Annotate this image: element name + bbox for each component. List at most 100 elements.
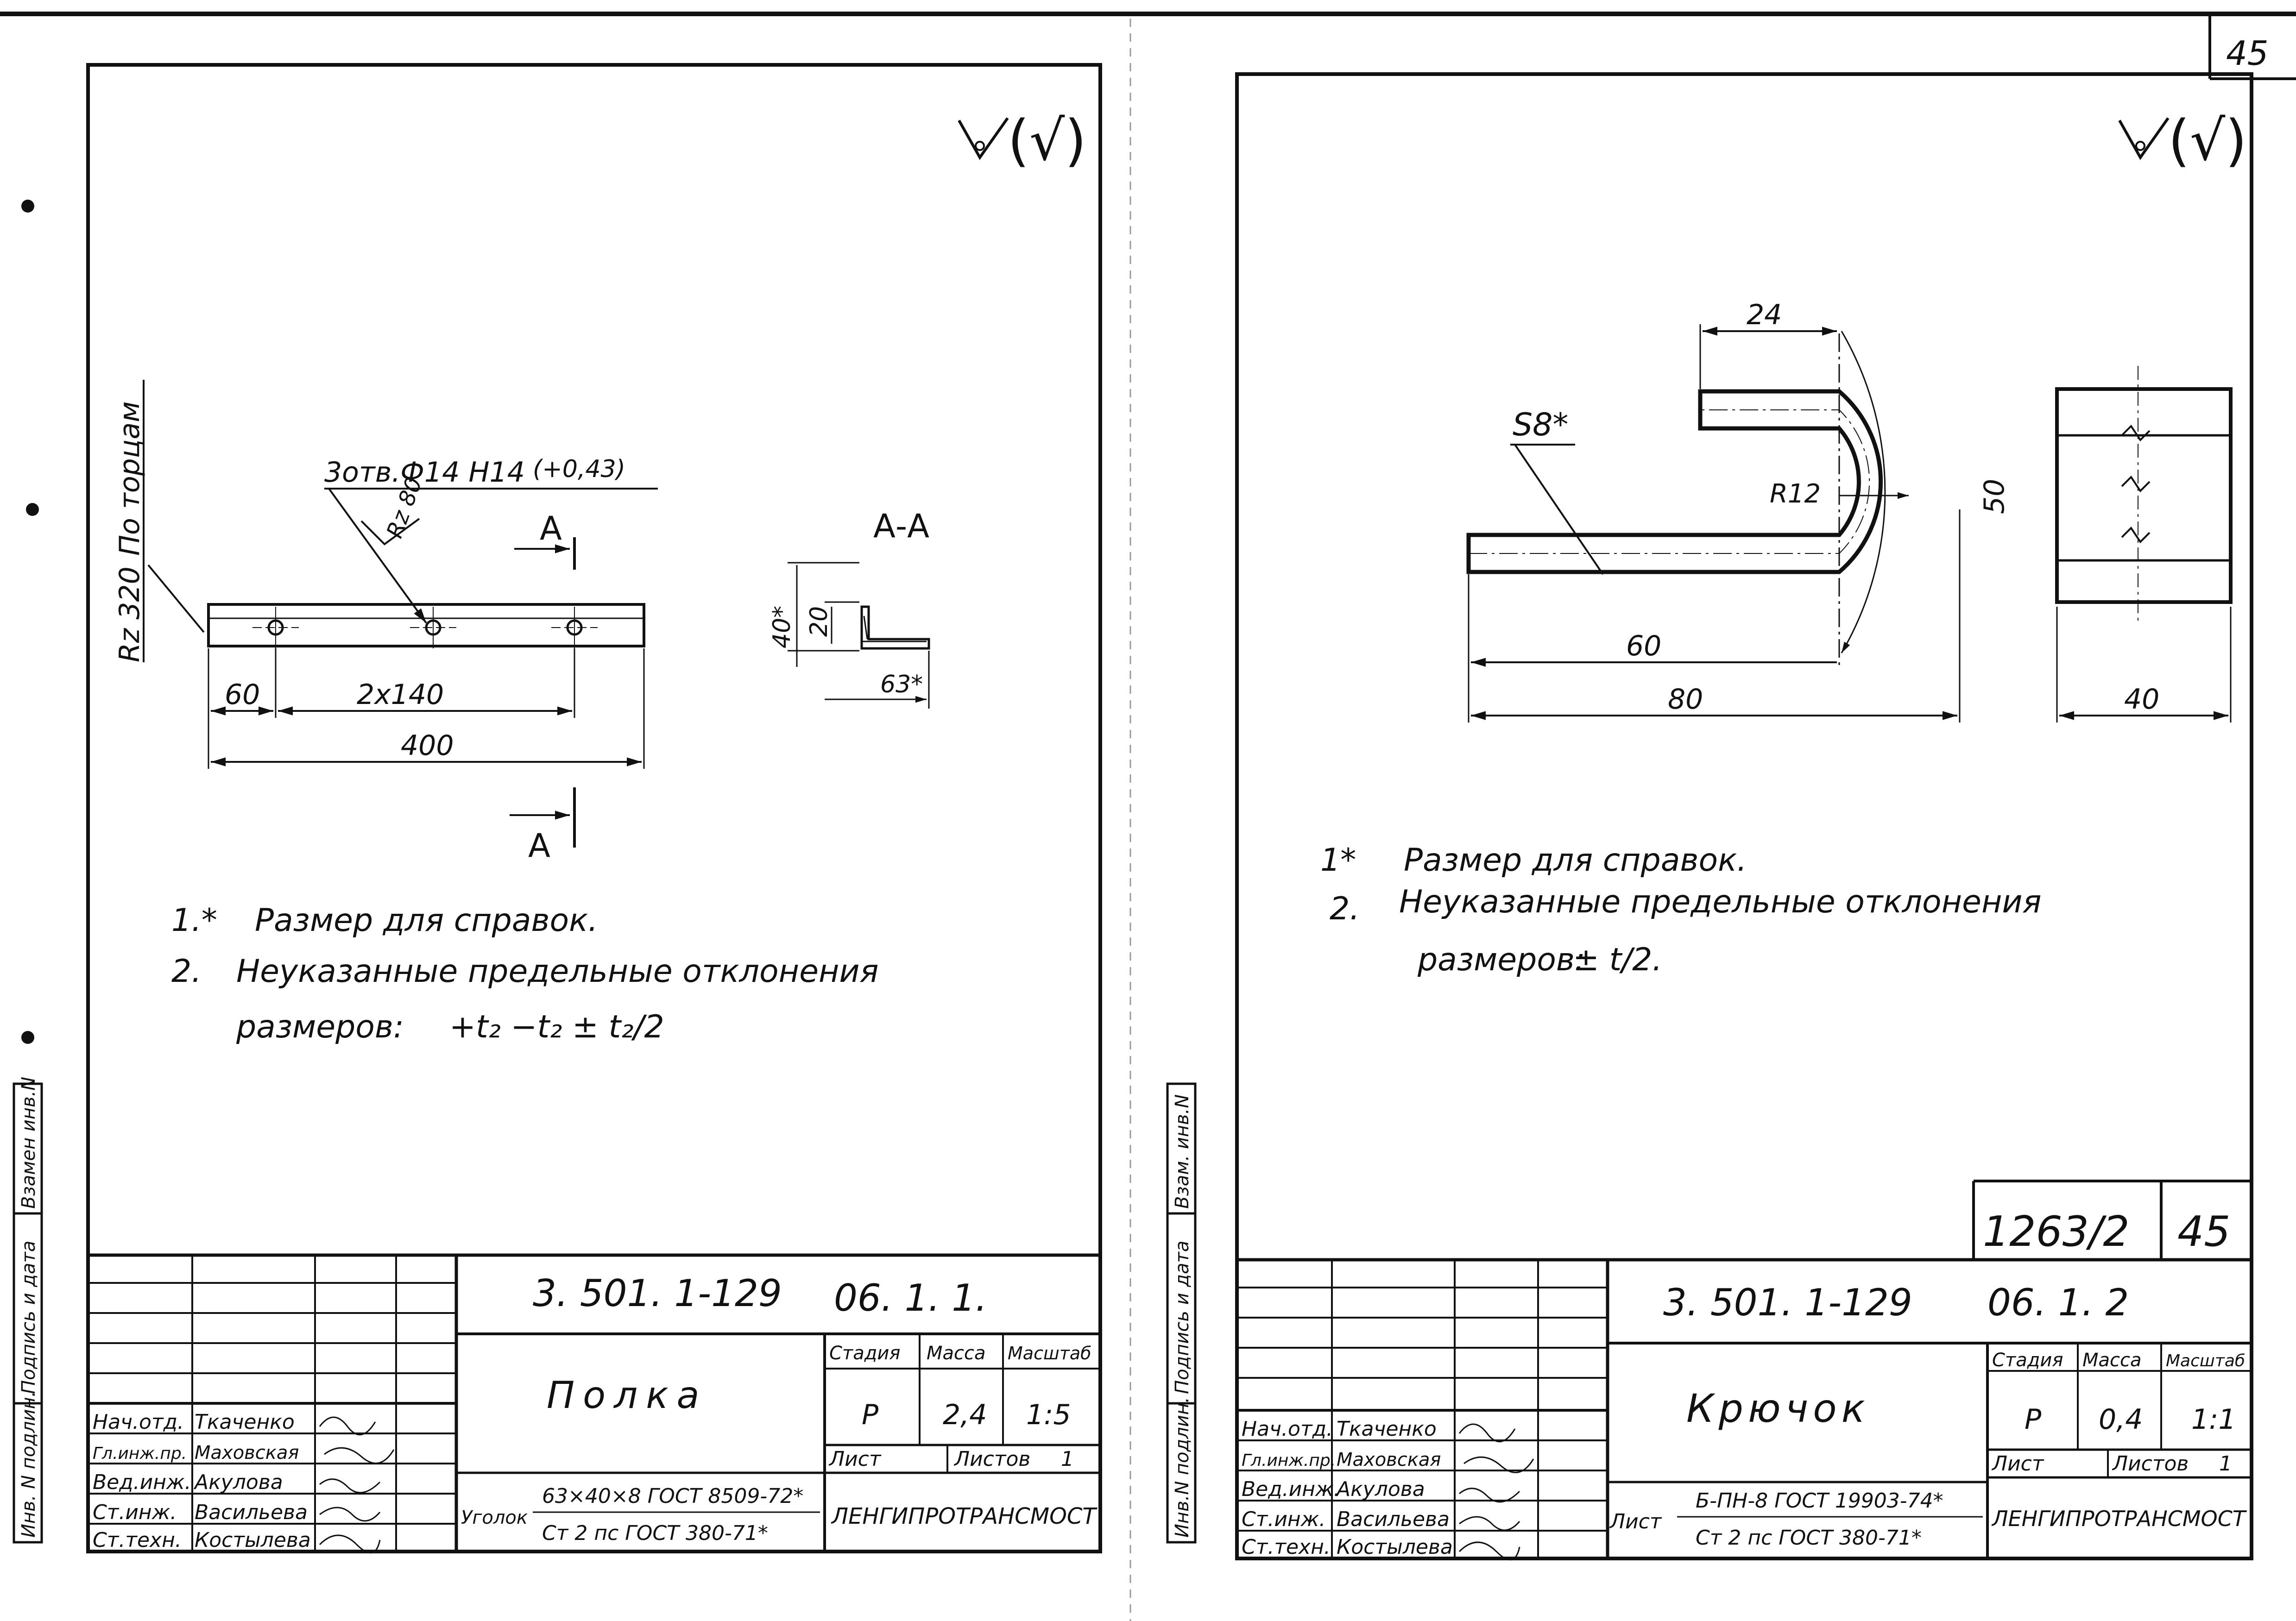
drawing-label: По торцам — [114, 401, 146, 556]
right-title-block: Нач.отд. Ткаченко Гл.инж.пр. Маховская В… — [1237, 1258, 2252, 1561]
punch-holes — [21, 200, 39, 1044]
holes-callout: 3отв.Ф14 Н14 (+0,43) Rz 80 — [324, 455, 658, 624]
drawing-label: Крючок — [1686, 1386, 1869, 1431]
drawing-label: Ткаченко — [195, 1410, 295, 1434]
drawing-label: Маховская — [195, 1442, 299, 1464]
drawing-label: Масса — [927, 1343, 986, 1364]
drawing-label: А — [540, 509, 562, 547]
drawing-label: Неуказанные предельные отклонения — [1399, 884, 2042, 920]
drawing-label: 2. — [171, 953, 202, 990]
drawing-label: Акулова — [1335, 1477, 1425, 1501]
drawing-label: 60 — [1626, 630, 1661, 662]
drawing-label: Ст 2 пс ГОСТ 380-71* — [542, 1521, 768, 1545]
left-side-stamps: Инв. N подлин. Подпись и дата Взамен инв… — [13, 1077, 43, 1544]
drawing-label: 06. 1. 2 — [1987, 1281, 2129, 1324]
drawing-label: Листов — [953, 1447, 1030, 1471]
drawing-label: Взам. инв.N — [1172, 1094, 1193, 1209]
drawing-label: Вед.инж. — [93, 1470, 191, 1494]
drawing-label: (√) — [1008, 109, 1086, 173]
drawing-label: Инв. N подлин. — [18, 1391, 39, 1538]
drawing-label: А-А — [873, 507, 929, 545]
drawing-label: Ст 2 пс ГОСТ 380-71* — [1696, 1526, 1922, 1550]
drawing-label: 06. 1. 1. — [834, 1276, 987, 1319]
right-notes: 1* Размер для справок. 2. Неуказанные пр… — [1320, 842, 2042, 978]
drawing-label: Размер для справок. — [1404, 842, 1747, 879]
drawing-label: 3. 501. 1-129 — [533, 1272, 782, 1315]
drawing-label: 400 — [401, 729, 454, 762]
left-frame — [86, 63, 1102, 1553]
drawing-label: Ст.инж. — [93, 1501, 177, 1524]
drawing-label: Вед.инж. — [1242, 1477, 1340, 1501]
left-notes: 1.* Размер для справок. 2. Неуказанные п… — [171, 902, 879, 1045]
drawing-label: 63×40×8 ГОСТ 8509-72* — [542, 1484, 803, 1508]
drawing-label: 2х140 — [357, 679, 444, 711]
drawing-label: 80 — [1668, 683, 1703, 716]
drawing-label: Р — [2025, 1403, 2042, 1436]
drawing-label: 40 — [2124, 683, 2159, 716]
drawing-label: Лист — [1609, 1510, 1662, 1533]
drawing-label: 0,4 — [2099, 1403, 2143, 1436]
drawing-label: Маховская — [1337, 1449, 1441, 1470]
drawing-label: Нач.отд. — [1242, 1417, 1333, 1441]
right-sheet: (√) R12 24 50 60 80 S8* — [1166, 72, 2253, 1561]
drawing-label: Инв.N подлин. — [1172, 1397, 1193, 1538]
page-number-box: 45 — [2208, 14, 2296, 80]
drawing-label: Ст.техн. — [93, 1528, 182, 1552]
drawing-label: размеров: — [236, 1009, 404, 1045]
drawing-label: Полка — [547, 1374, 708, 1417]
section-a-a: А-А 40* 20 63* — [768, 507, 930, 709]
drawing-label: Гл.инж.пр. — [93, 1444, 187, 1463]
drawing-label: +t₂ −t₂ ± t₂/2 — [449, 1009, 664, 1045]
drawing-label: Гл.инж.пр. — [1242, 1451, 1336, 1470]
drawing-label: Р — [862, 1399, 879, 1431]
signatures — [1458, 1423, 1534, 1561]
drawing-label: 60 — [225, 679, 260, 711]
left-title-block: Нач.отд. Ткаченко Гл.инж.пр. Маховская В… — [88, 1253, 1100, 1554]
drawing-label: 1.* — [171, 902, 217, 939]
drawing-label: 50 — [1978, 479, 2011, 514]
drawing-label: Подпись и дата — [18, 1241, 39, 1394]
signatures — [319, 1416, 395, 1554]
hook-side-view: 40 — [2055, 366, 2233, 723]
drawing-label: Лист — [1991, 1452, 2044, 1476]
drawing-label: Стадия — [1992, 1350, 2063, 1371]
drawing-label: 20 — [805, 606, 833, 637]
drawing-label: Масштаб — [1008, 1343, 1091, 1363]
drawing-label: 1:5 — [1026, 1399, 1071, 1431]
drawing-label: Нач.отд. — [93, 1410, 184, 1434]
drawing-label: Стадия — [829, 1343, 900, 1364]
section-mark-bottom: А — [510, 787, 576, 865]
drawing-label: 3отв.Ф14 Н14 — [324, 456, 525, 489]
roughness-symbol-left: (√) — [958, 109, 1086, 173]
drawing-label: 24 — [1747, 299, 1782, 331]
drawing-label: 1 — [2219, 1452, 2232, 1476]
drawing-label: Подпись и дата — [1172, 1241, 1193, 1394]
hook-dimensions: 24 50 60 80 S8* — [1468, 299, 2011, 723]
shelf-plan-view — [207, 603, 645, 648]
drawing-label: Лист — [828, 1447, 882, 1471]
drawing-label: Васильева — [1337, 1508, 1450, 1531]
drawing-label: Костылева — [195, 1528, 311, 1552]
drawing-label: Масса — [2082, 1350, 2142, 1371]
rz-ends-callout: Rz 320 По торцам — [114, 380, 205, 662]
drawing-label: (√) — [2168, 109, 2247, 173]
drawing-label: 1:1 — [2191, 1403, 2236, 1436]
drawing-label: Rz 320 — [114, 566, 146, 662]
drawing-label: R12 — [1770, 479, 1821, 509]
hook-view: R12 — [1466, 333, 1909, 667]
roughness-symbol-right: (√) — [2118, 109, 2247, 173]
drawing-label: ± t/2. — [1573, 942, 1662, 978]
right-side-stamps: Инв.N подлин. Подпись и дата Взам. инв.N — [1166, 1082, 1197, 1544]
drawing-label: 1* — [1320, 842, 1356, 879]
archive-number-box: 1263/2 45 — [1972, 1180, 2252, 1260]
drawing-label: Костылева — [1337, 1535, 1453, 1559]
drawing-label: Ст.техн. — [1242, 1535, 1331, 1559]
drawing-label: 2. — [1330, 891, 1360, 927]
drawing-label: 63* — [880, 671, 923, 698]
drawing-label: Размер для справок. — [255, 902, 598, 939]
drawing-label: ЛЕНГИПРОТРАНСМОСТ — [831, 1503, 1098, 1529]
drawing-label: S8* — [1513, 407, 1568, 443]
drawing-label: 45 — [2177, 1207, 2231, 1256]
drawing-label: А — [528, 827, 550, 865]
left-sheet: (√) Rz 320 По торцам 3отв.Ф14 — [13, 63, 1102, 1554]
